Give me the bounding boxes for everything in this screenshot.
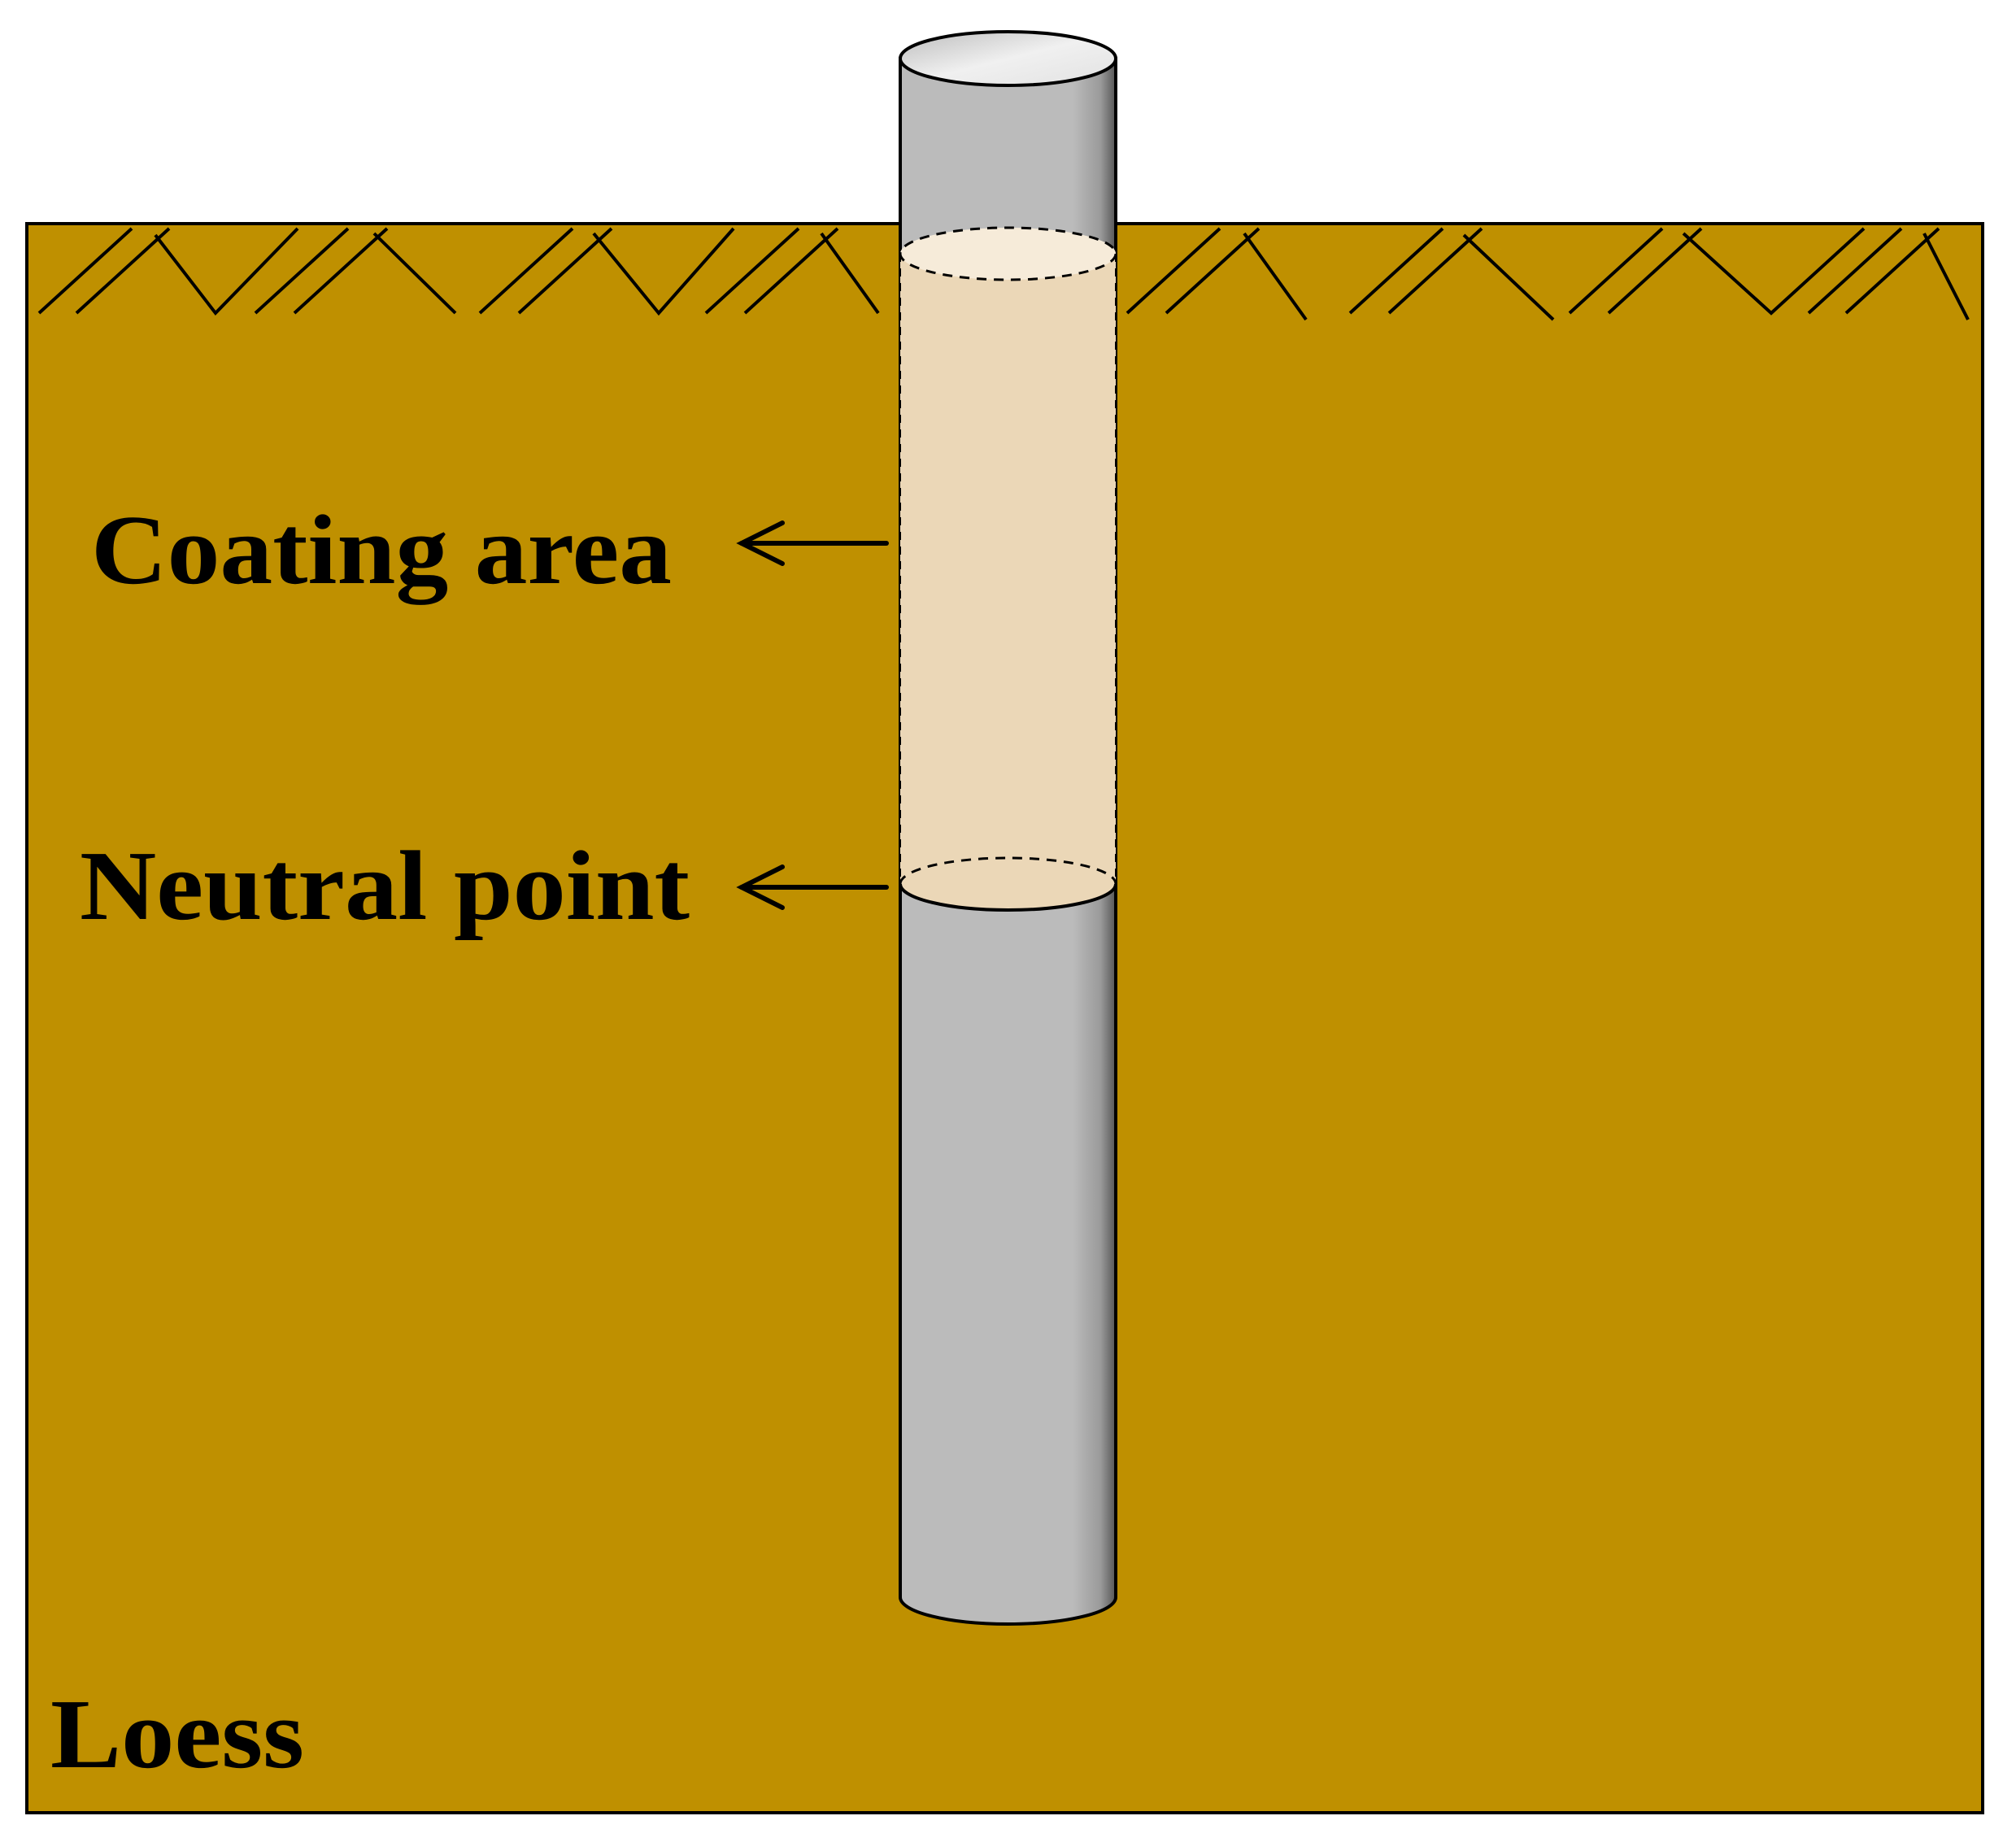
soil-label: Loess: [50, 1679, 304, 1789]
pile: [899, 30, 1117, 1626]
coating-area-label: Coating area: [91, 495, 672, 605]
neutral-point-ring-back: [899, 856, 1117, 885]
pile-top: [899, 30, 1117, 87]
coating-top-face: [900, 228, 1116, 280]
ground-surface-hatching: [37, 227, 1970, 321]
coating-area-band: [900, 254, 1116, 910]
neutral-point-ring-front: [899, 883, 1117, 912]
arrow-left-icon: [736, 864, 889, 910]
neutral-point-label: Neutral point: [80, 831, 690, 941]
arrow-left-icon: [736, 520, 889, 566]
